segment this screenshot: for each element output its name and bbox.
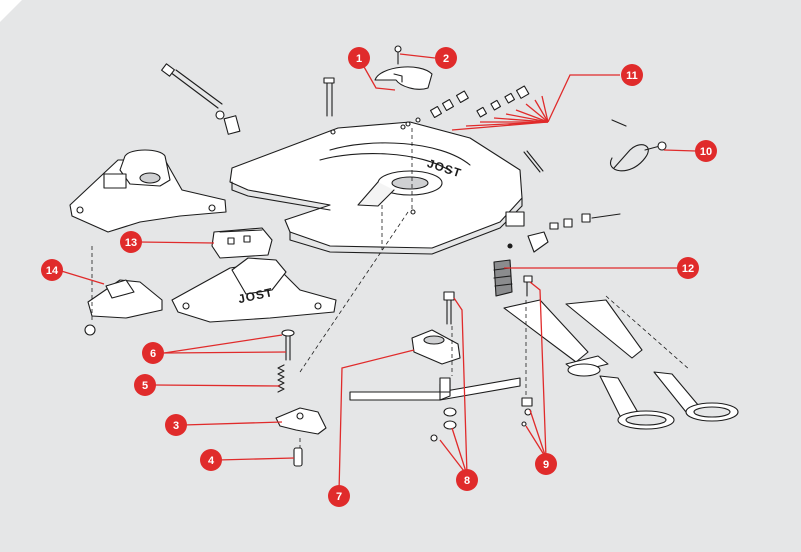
callout-1: 1: [348, 47, 370, 69]
callout-5: 5: [134, 374, 156, 396]
handle-left: [617, 410, 675, 430]
svg-text:5: 5: [142, 380, 148, 392]
svg-text:8: 8: [464, 475, 470, 487]
cushion-block: [211, 227, 273, 259]
callout-8: 8: [456, 469, 478, 491]
callout-7: 7: [328, 485, 350, 507]
pin-4: [293, 447, 303, 467]
plate-bolt: [323, 77, 335, 117]
svg-text:6: 6: [150, 348, 156, 360]
right-bolts: [507, 213, 621, 253]
svg-text:2: 2: [443, 53, 449, 65]
svg-text:7: 7: [336, 491, 342, 503]
handle-small: [567, 363, 601, 377]
callout-10: 10: [695, 140, 717, 162]
svg-text:1: 1: [356, 53, 362, 65]
callout-12: 12: [677, 257, 699, 279]
leader-lines: [57, 53, 697, 493]
svg-text:4: 4: [208, 455, 215, 467]
assembly-lines: [91, 128, 691, 448]
handle-right: [685, 402, 739, 422]
release-cable: [609, 119, 667, 172]
screw-2: [394, 45, 402, 65]
callout-6: 6: [142, 342, 164, 364]
callout-markers: 1 2 3 4 5 6 7 8 9 10 11 12 13 14: [41, 47, 717, 507]
slider-block-7: [411, 329, 461, 365]
svg-text:10: 10: [700, 146, 712, 158]
callout-11: 11: [621, 64, 643, 86]
lower-bracket: JOST: [171, 257, 337, 323]
callout-14: 14: [41, 259, 63, 281]
left-bracket-top: [69, 149, 227, 233]
svg-text:3: 3: [173, 420, 179, 432]
bolt-9: [521, 275, 533, 427]
svg-text:11: 11: [626, 70, 638, 82]
svg-text:13: 13: [125, 237, 137, 249]
callout-4: 4: [200, 449, 222, 471]
grease-fittings: [405, 85, 530, 127]
bolt-8: [430, 291, 457, 442]
callout-2: 2: [435, 47, 457, 69]
long-bolt: [161, 63, 241, 135]
svg-text:12: 12: [682, 263, 694, 275]
callout-13: 13: [120, 231, 142, 253]
svg-text:9: 9: [543, 459, 549, 471]
small-pin: [523, 150, 544, 173]
bolt-6: [281, 329, 295, 361]
spring-5: [277, 364, 285, 393]
callout-9: 9: [535, 453, 557, 475]
rubber-boot-12: [493, 259, 513, 297]
lock-jaw: [374, 66, 433, 90]
fifth-wheel-top-plate: JOST: [229, 121, 525, 255]
lock-bracket-3: [275, 407, 327, 435]
callout-3: 3: [165, 414, 187, 436]
operating-lever: [349, 377, 521, 401]
svg-text:14: 14: [46, 265, 59, 277]
small-bracket: [84, 279, 163, 336]
